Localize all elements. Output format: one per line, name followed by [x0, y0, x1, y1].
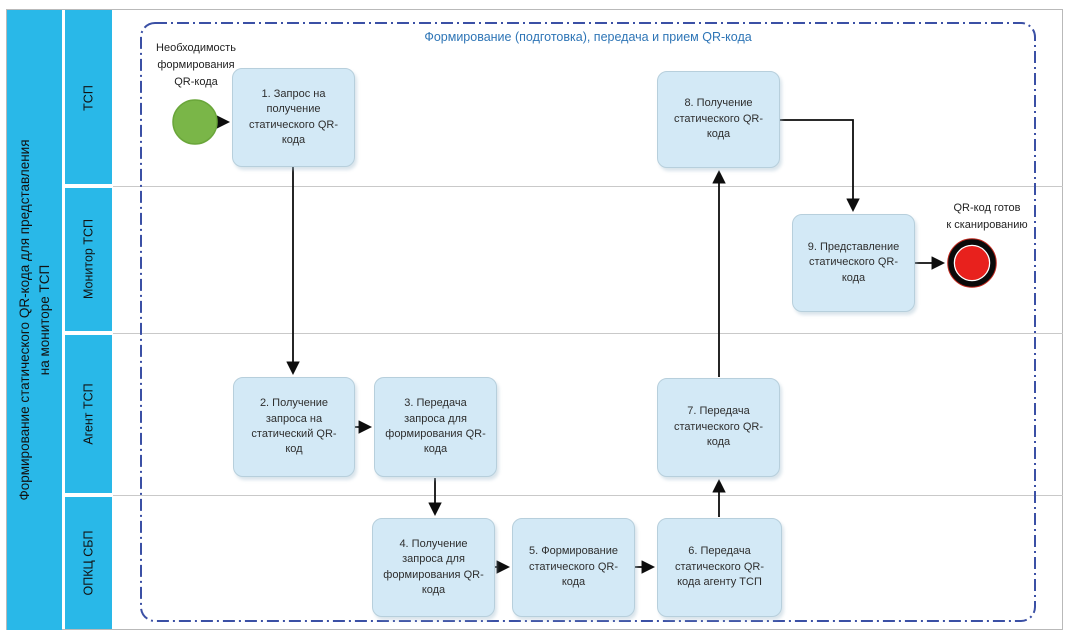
- task-4-label: 4. Получение запроса для формирования QR…: [383, 537, 484, 596]
- task-5-generate-static-qr: 5. Формирование статического QR-кода: [512, 518, 635, 617]
- start-event-label: Необходимость формирования QR-кода: [144, 40, 248, 91]
- flow-8-to-9: [780, 119, 860, 213]
- task-6-send-qr-to-agent: 6. Передача статического QR-кода агенту …: [657, 518, 782, 617]
- start-event-icon: [172, 99, 218, 145]
- start-event-label-line1: Необходимость: [156, 42, 236, 54]
- task-5-label: 5. Формирование статического QR-кода: [529, 545, 618, 589]
- lane-separator: [113, 333, 1063, 334]
- lane-tsp-background: [65, 10, 112, 184]
- diagram-frame: [6, 9, 1063, 630]
- task-8-label: 8. Получение статического QR-кода: [674, 97, 763, 141]
- end-event-label-line1: QR-код готов: [953, 202, 1021, 214]
- group-title: Формирование (подготовка), передача и пр…: [424, 30, 752, 44]
- task-1-label: 1. Запрос на получение статического QR-к…: [249, 87, 338, 146]
- task-9-present-static-qr: 9. Представление статического QR-кода: [792, 214, 915, 312]
- task-1-request-static-qr: 1. Запрос на получение статического QR-к…: [232, 68, 355, 167]
- task-3-label: 3. Передача запроса для формирования QR-…: [385, 397, 486, 456]
- start-event-label-line3: QR-кода: [174, 76, 218, 89]
- end-event-icon: [947, 238, 997, 288]
- group-boundary: [140, 22, 1036, 622]
- pool-label-background: [7, 10, 62, 630]
- task-2-label: 2. Получение запроса на статический QR-к…: [251, 397, 337, 456]
- lane-separator: [113, 495, 1063, 496]
- task-7-label: 7. Передача статического QR-кода: [674, 405, 763, 449]
- task-4-receive-generation-request: 4. Получение запроса для формирования QR…: [372, 518, 495, 617]
- task-9-label: 9. Представление статического QR-кода: [807, 240, 900, 284]
- end-event-label-line2: к сканированию: [946, 219, 1028, 232]
- lane-agent-background: [65, 335, 112, 493]
- task-8-receive-static-qr: 8. Получение статического QR-кода: [657, 71, 780, 168]
- task-3-forward-request: 3. Передача запроса для формирования QR-…: [374, 377, 497, 477]
- end-event-label: QR-код готов к сканированию: [925, 200, 1049, 234]
- task-2-receive-request: 2. Получение запроса на статический QR-к…: [233, 377, 355, 477]
- start-event-label-line2: формирования: [157, 59, 235, 72]
- lane-separator: [113, 186, 1063, 187]
- lane-monitor-background: [65, 188, 112, 331]
- lane-opkc-background: [65, 497, 112, 629]
- task-6-label: 6. Передача статического QR-кода агенту …: [675, 545, 764, 589]
- task-7-transfer-static-qr: 7. Передача статического QR-кода: [657, 378, 780, 477]
